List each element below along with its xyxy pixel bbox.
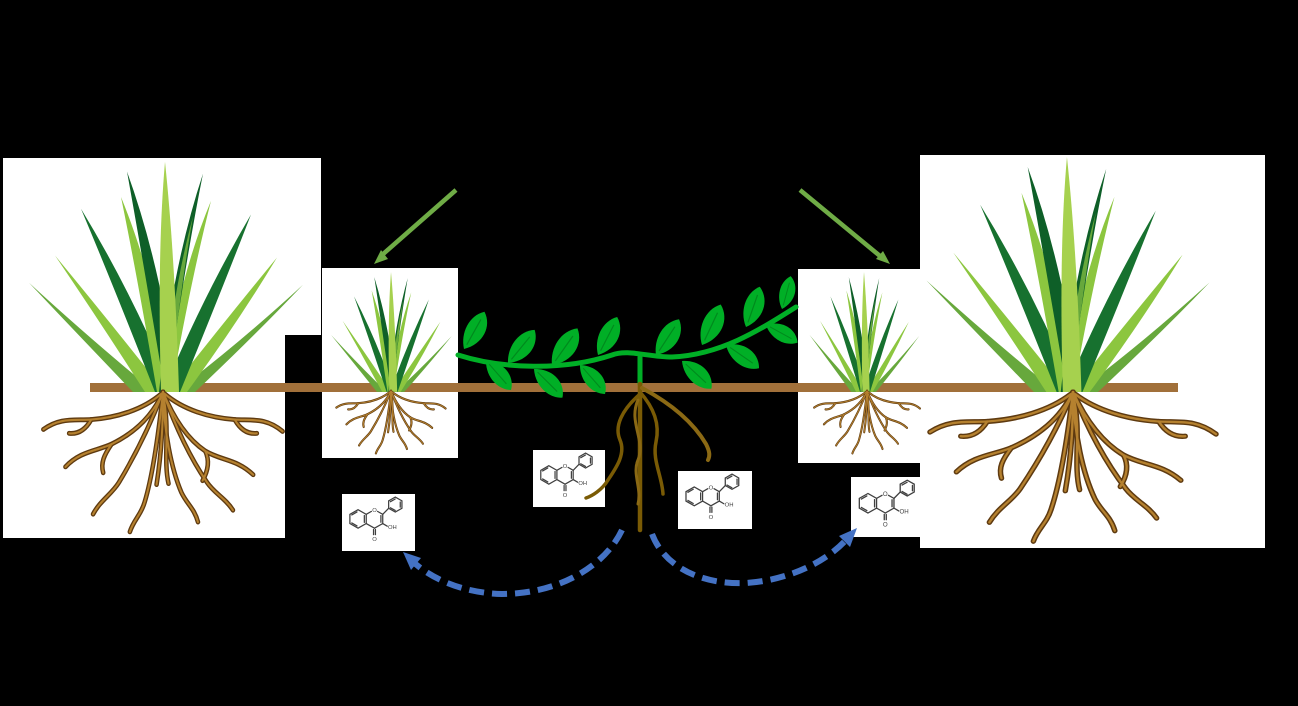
ring-oxygen-label: O <box>709 486 714 492</box>
hydroxyl-label: OH <box>388 525 397 531</box>
green-arrow-right <box>798 188 890 264</box>
ketone-oxygen-label: O <box>883 522 888 529</box>
flavonol-structure-box-right-inner: O OH O <box>678 471 752 529</box>
ring-oxygen-label: O <box>883 491 888 498</box>
flavonol-structure-box-right-outer: O OH O <box>851 477 928 537</box>
hydroxyl-label: OH <box>725 503 734 509</box>
hydroxyl-label: OH <box>900 509 909 516</box>
panel-left-large-lower <box>3 335 285 538</box>
hydroxyl-label: OH <box>578 481 587 487</box>
blue-dashed-arrow-right <box>649 528 857 587</box>
ketone-oxygen-label: O <box>372 537 377 543</box>
flavonol-structure-box-left-inner: O OH O <box>533 450 605 507</box>
panel-right-large <box>920 155 1265 548</box>
panel-left-small <box>322 268 458 458</box>
ketone-oxygen-label: O <box>709 515 714 521</box>
blue-dashed-arrow-left <box>403 528 625 598</box>
flavonol-structure-box-left-outer: O OH O <box>342 494 415 551</box>
soil-line <box>90 383 1178 392</box>
panel-right-small <box>798 269 926 463</box>
green-arrow-left <box>374 188 458 264</box>
ketone-oxygen-label: O <box>563 493 568 499</box>
ring-oxygen-label: O <box>563 464 568 470</box>
vine-plant <box>453 275 804 399</box>
ring-oxygen-label: O <box>372 508 377 514</box>
panel-left-large-upper <box>3 158 321 335</box>
